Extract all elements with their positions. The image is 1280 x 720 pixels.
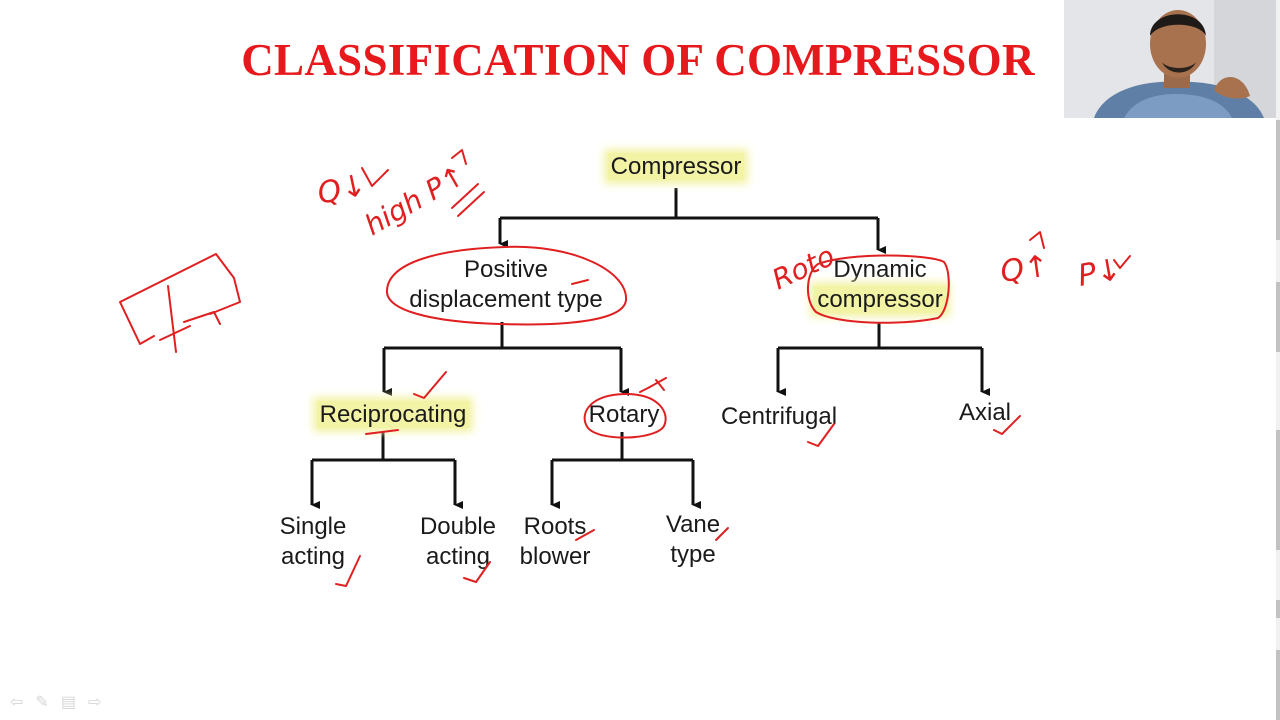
tick-rotary xyxy=(639,377,667,393)
menu-icon[interactable]: ▤ xyxy=(60,694,76,711)
arrow-p-down xyxy=(1113,255,1131,269)
annotation-high-p: high P↑ xyxy=(359,158,471,242)
webcam-video xyxy=(1064,0,1276,118)
presenter-image xyxy=(1064,0,1276,118)
node-single-acting: Single acting xyxy=(268,512,358,572)
node-dynamic: Dynamic compressor xyxy=(810,255,950,315)
tick-positive xyxy=(571,279,589,285)
node-single-line2: acting xyxy=(280,543,346,570)
arrow-right-icon[interactable]: ⇨ xyxy=(87,694,102,711)
node-single-line1: Single xyxy=(279,513,347,540)
node-double-acting: Double acting xyxy=(410,512,506,572)
arrow-q-up xyxy=(1029,231,1045,249)
node-vane-line1: Vane xyxy=(665,511,721,538)
slideshow-toolbar: ⇦ ✎ ▤ ⇨ xyxy=(10,692,101,712)
annotation-p-down: P↓ xyxy=(1075,252,1124,294)
node-dynamic-line2: compressor xyxy=(810,285,950,315)
slide-title: CLASSIFICATION OF COMPRESSOR xyxy=(241,35,1035,85)
underline-reciprocating xyxy=(365,429,399,435)
circle-positive-displacement xyxy=(385,245,628,326)
node-positive-displacement: Positive displacement type xyxy=(396,255,616,315)
node-dynamic-line1: Dynamic xyxy=(833,256,927,283)
tick-double-acting xyxy=(463,561,491,583)
node-double-line1: Double xyxy=(419,513,497,540)
tick-centrifugal xyxy=(807,423,835,447)
node-rotary: Rotary xyxy=(588,401,660,428)
node-compressor-label: Compressor xyxy=(607,153,745,180)
node-vane-type: Vane type xyxy=(656,510,730,570)
tick-roots-blower xyxy=(575,529,595,541)
sketch-box xyxy=(119,253,241,353)
annotation-roto: Roto xyxy=(767,239,840,296)
node-positive-line1: Positive xyxy=(463,256,549,283)
arrow-p-up xyxy=(451,149,467,165)
annotation-q-up: Q↑ xyxy=(998,248,1051,289)
node-centrifugal: Centrifugal xyxy=(720,403,838,430)
arrow-left-icon[interactable]: ⇦ xyxy=(10,694,24,711)
node-roots-line2: blower xyxy=(519,543,591,570)
node-dynamic-line2-text: compressor xyxy=(814,286,946,313)
node-positive-line2: displacement type xyxy=(409,286,603,313)
pen-icon[interactable]: ✎ xyxy=(35,694,49,711)
node-reciprocating-label: Reciprocating xyxy=(316,401,470,428)
node-axial: Axial xyxy=(958,399,1012,426)
circle-dynamic xyxy=(807,254,950,324)
node-reciprocating: Reciprocating xyxy=(312,400,474,430)
equals-mark xyxy=(451,183,485,217)
node-double-line2: acting xyxy=(425,543,491,570)
node-vane-line2: type xyxy=(670,541,716,568)
node-compressor: Compressor xyxy=(606,152,746,182)
tick-vane-type xyxy=(715,527,729,541)
tick-single-acting xyxy=(335,555,361,587)
tick-reciprocating xyxy=(413,371,447,399)
node-roots-blower: Roots blower xyxy=(510,512,600,572)
scrollbar[interactable] xyxy=(1276,0,1280,720)
tick-axial xyxy=(993,415,1021,435)
tick-rotary-2 xyxy=(655,379,665,391)
circle-rotary xyxy=(583,393,667,439)
node-roots-line1: Roots xyxy=(523,513,587,540)
arrow-q-down xyxy=(361,167,389,187)
annotation-q-down: Q↓ xyxy=(314,167,369,211)
